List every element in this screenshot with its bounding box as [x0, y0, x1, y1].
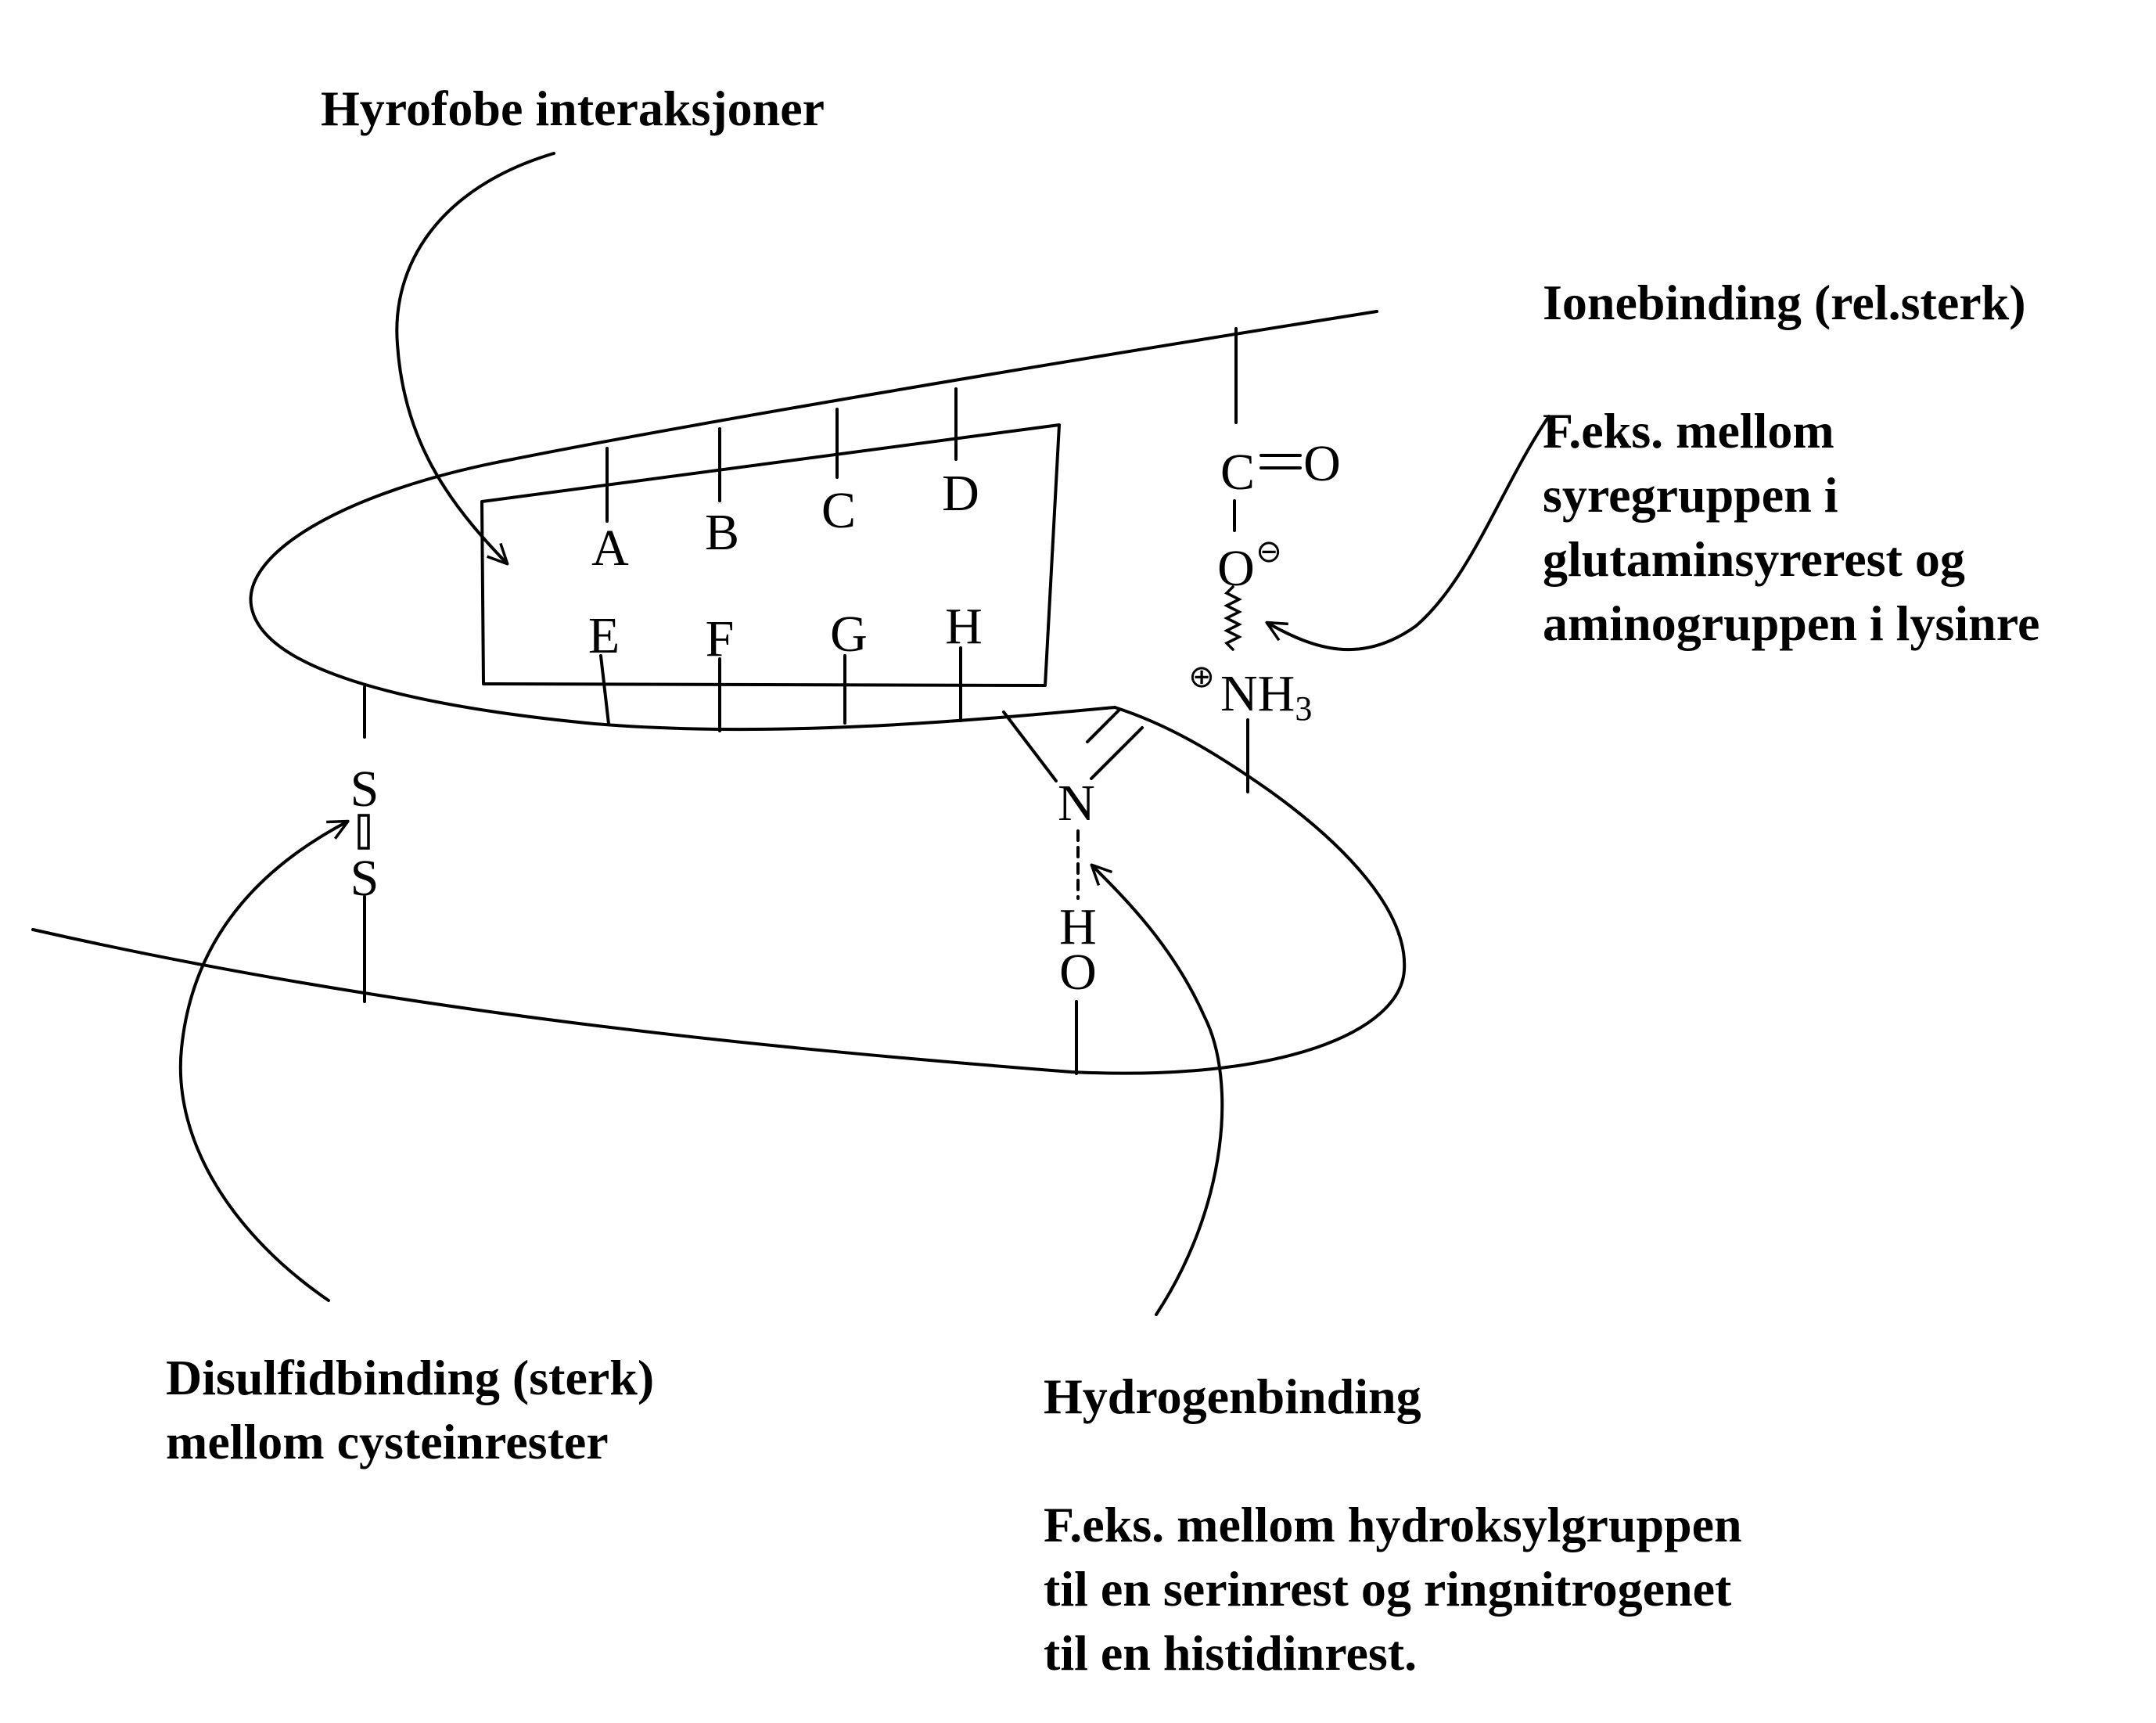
residue-f: F: [706, 610, 735, 667]
hbond-desc-line-1: F.eks. mellom hydroksylgruppen: [1044, 1497, 1742, 1552]
hydrophobic-region-box: [480, 423, 1061, 687]
hydroxyl-oxygen: O: [1059, 944, 1097, 1001]
carbon-atom: C: [1220, 444, 1255, 501]
hbond-desc-line-3: til en histidinrest.: [1044, 1625, 1417, 1681]
hydrogen-atom: H: [1059, 898, 1097, 955]
positive-charge: ⊕: [1188, 659, 1215, 695]
hydrogen-bond-title: Hydrogenbinding: [1044, 1369, 1421, 1424]
sulfur-atom-upper: S: [350, 761, 379, 818]
residue-h: H: [945, 598, 983, 655]
residue-c: C: [821, 482, 856, 539]
backbone-lower-chain: [31, 706, 1407, 1075]
disulfide-bond: [358, 814, 370, 850]
residue-a: A: [591, 520, 629, 577]
negative-charge: ⊖: [1256, 534, 1282, 570]
arrow-hydrogen-bond: [1090, 863, 1224, 1316]
arrow-hydrophobic: [395, 152, 555, 566]
ring-nitrogen: N: [1058, 775, 1095, 832]
ionic-desc-line-3: glutaminsyrerest og: [1543, 531, 1965, 587]
residue-e: E: [588, 607, 620, 664]
hydrophobic-label: Hyrofobe interaksjoner: [321, 81, 825, 136]
disulfide-label-line-1: Disulfidbinding (sterk): [166, 1350, 654, 1405]
residue-g: G: [830, 606, 868, 663]
ionic-desc-line-4: aminogruppen i lysinre: [1543, 595, 2039, 651]
ionic-desc-line-1: F.eks. mellom: [1543, 403, 1834, 459]
hbond-desc-line-2: til en serinrest og ringnitrogenet: [1044, 1561, 1732, 1617]
ring-bond-double-2: [1090, 726, 1144, 780]
ammonium-subscript: 3: [1295, 689, 1312, 728]
disulfide-label-line-2: mellom cysteinrester: [166, 1414, 609, 1469]
carbonyl-oxygen: O: [1303, 435, 1341, 492]
carboxylate-oxygen: O: [1217, 540, 1255, 597]
arrow-ionic: [1265, 415, 1551, 651]
ring-bond-single: [1002, 710, 1058, 782]
ammonium-group: NH3: [1220, 665, 1312, 728]
backbone-upper-loop: [249, 310, 1378, 732]
residue-b: B: [705, 504, 739, 561]
ionic-bond-title: Ionebinding (rel.sterk): [1543, 275, 2026, 330]
ammonium-nh: NH: [1220, 665, 1295, 722]
ionic-interaction-zigzag: [1224, 585, 1242, 651]
sidechain-e: [599, 654, 610, 725]
arrow-disulfide: [178, 819, 350, 1302]
ring-bond-double-1: [1086, 709, 1120, 743]
residue-d: D: [942, 465, 979, 522]
ionic-desc-line-2: syregruppen i: [1543, 467, 1838, 523]
